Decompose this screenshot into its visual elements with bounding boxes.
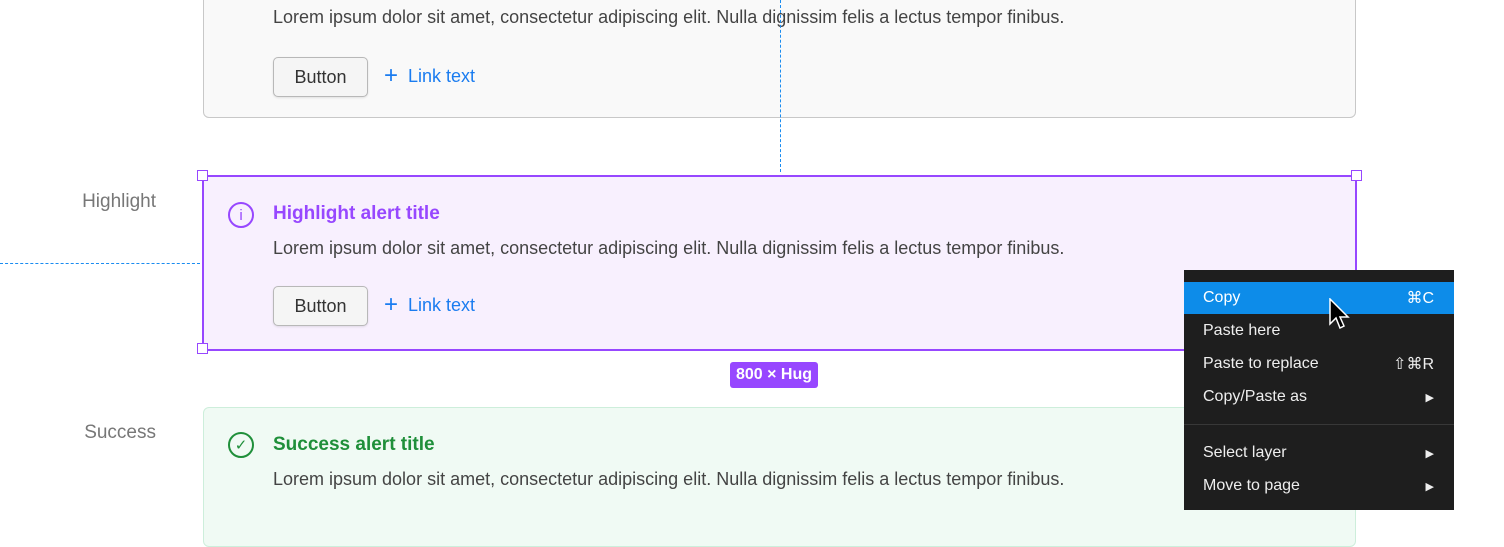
alert-body: Lorem ipsum dolor sit amet, consectetur … xyxy=(273,238,1065,258)
alert-button[interactable]: Button xyxy=(273,286,368,326)
info-icon: i xyxy=(228,202,254,228)
resize-handle[interactable] xyxy=(197,343,208,354)
link-label: Link text xyxy=(408,294,476,315)
highlight-alert-card[interactable]: i Highlight alert title Lorem ipsum dolo… xyxy=(202,175,1357,351)
plus-icon: + xyxy=(384,62,399,89)
alert-body: Lorem ipsum dolor sit amet, consectetur … xyxy=(273,7,1065,27)
resize-handle[interactable] xyxy=(1351,170,1362,181)
alert-link[interactable]: + Link text xyxy=(384,64,475,88)
menu-item-copy[interactable]: Copy⌘C xyxy=(1184,282,1454,314)
link-label: Link text xyxy=(408,65,476,86)
horizontal-guide xyxy=(0,263,200,264)
menu-item-copy-paste-as[interactable]: Copy/Paste as▶ xyxy=(1203,388,1434,405)
size-badge: 800 × Hug xyxy=(730,362,819,388)
alert-link[interactable]: + Link text xyxy=(384,293,475,317)
check-circle-icon: ✓ xyxy=(228,432,254,458)
alert-button[interactable]: Button xyxy=(273,57,368,97)
alert-title: Highlight alert title xyxy=(273,203,440,224)
context-menu: Copy⌘C Paste here Paste to replace⇧⌘R Co… xyxy=(1184,270,1454,510)
cursor-icon xyxy=(1329,298,1350,330)
row-label-highlight: Highlight xyxy=(82,191,156,212)
submenu-arrow-icon: ▶ xyxy=(1425,391,1434,404)
alert-title: Success alert title xyxy=(273,434,435,455)
submenu-arrow-icon: ▶ xyxy=(1425,480,1434,493)
row-label-success: Success xyxy=(84,422,156,443)
menu-item-select-layer[interactable]: Select layer▶ xyxy=(1203,444,1434,461)
alert-body: Lorem ipsum dolor sit amet, consectetur … xyxy=(273,469,1065,489)
menu-item-paste-here[interactable]: Paste here xyxy=(1203,322,1281,339)
submenu-arrow-icon: ▶ xyxy=(1425,447,1434,460)
menu-item-paste-to-replace[interactable]: Paste to replace⇧⌘R xyxy=(1203,355,1434,373)
resize-handle[interactable] xyxy=(197,170,208,181)
plus-icon: + xyxy=(384,291,399,318)
vertical-guide xyxy=(780,0,781,172)
menu-divider xyxy=(1184,424,1454,425)
default-alert-card: Lorem ipsum dolor sit amet, consectetur … xyxy=(203,0,1356,118)
menu-item-move-to-page[interactable]: Move to page▶ xyxy=(1203,477,1434,494)
